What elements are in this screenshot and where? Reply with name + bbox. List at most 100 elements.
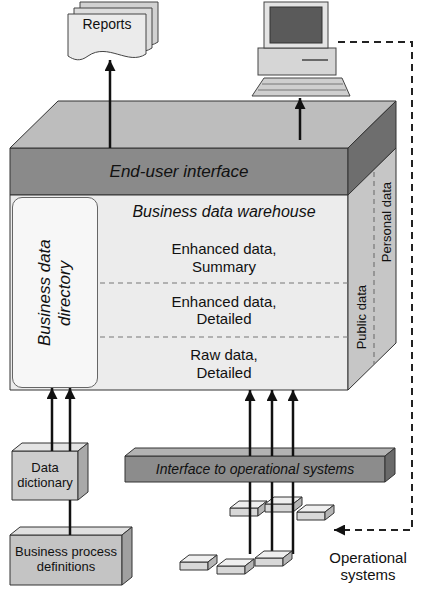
- side-face: [283, 551, 292, 566]
- side-face: [385, 448, 395, 482]
- top-face: [125, 448, 395, 456]
- side-face: [325, 505, 334, 520]
- front-face: [10, 195, 348, 390]
- front-face: [217, 566, 245, 574]
- dashed-divider: [100, 283, 348, 284]
- output-arrow: [299, 98, 302, 140]
- front-face: [297, 512, 325, 520]
- top-face: [12, 443, 88, 451]
- top-face: [10, 527, 132, 535]
- side-face: [245, 559, 254, 574]
- node-text: Reports: [68, 10, 146, 38]
- flow-line: [293, 492, 294, 554]
- data-column: Public data: [352, 262, 372, 372]
- computer-screen: [270, 7, 322, 43]
- node-text: Personal data: [380, 182, 395, 262]
- dashed-divider: [100, 282, 348, 283]
- node-text: Public data: [355, 285, 370, 349]
- flow-arrow: [271, 482, 274, 492]
- node-text: Business process definitions: [10, 545, 122, 575]
- front-face: [10, 535, 122, 585]
- top-face: [125, 448, 395, 456]
- front-face: [125, 456, 385, 482]
- node-text: End-user interface: [110, 162, 249, 182]
- front-face: [217, 566, 245, 574]
- side-face: [78, 443, 88, 500]
- front-face: [12, 451, 78, 500]
- data-layer: Enhanced data, Detailed: [100, 283, 348, 337]
- feedback-dashed-arrow: [334, 42, 412, 530]
- computer-keyboard: [252, 78, 350, 96]
- computer-base: [258, 48, 336, 75]
- side-face: [122, 527, 132, 585]
- node-text: Operational systems: [312, 542, 424, 590]
- keyboard-keys: [262, 84, 343, 85]
- node-text: Enhanced data, Summary: [167, 240, 282, 275]
- node-text: Enhanced data, Detailed: [167, 293, 282, 328]
- side-face: [122, 527, 132, 585]
- node-text: Data dictionary: [12, 461, 78, 491]
- front-face: [255, 558, 283, 566]
- flow-arrow: [51, 388, 54, 451]
- front-face: [10, 535, 122, 585]
- shape-outline: [175, 492, 330, 590]
- front-face: [265, 504, 293, 512]
- front-face: [265, 504, 293, 512]
- directory-box: Business data directory: [12, 197, 98, 388]
- side-face: [78, 443, 88, 500]
- node-text: Business data directory: [35, 213, 74, 373]
- drive-slot: [302, 59, 328, 61]
- top-face: [10, 101, 396, 148]
- flow-arrow: [292, 482, 295, 492]
- keyboard-keys: [258, 90, 346, 91]
- front-face: [10, 148, 348, 195]
- side-face: [283, 551, 292, 566]
- flow-arrow: [249, 390, 252, 456]
- dashed-divider: [373, 172, 374, 364]
- flow-arrow: [69, 500, 72, 535]
- dashed-divider: [100, 336, 348, 337]
- computer-monitor: [264, 2, 328, 48]
- flow-line: [249, 492, 252, 554]
- system-blocks: Operational systems: [175, 492, 330, 590]
- node-text: Interface to operational systems: [156, 461, 354, 477]
- top-face: [12, 443, 88, 451]
- flow-arrow: [271, 390, 274, 456]
- side-face: [385, 448, 395, 482]
- front-face: [180, 562, 208, 570]
- side-face: [348, 148, 396, 390]
- process-box: Business process definitions: [10, 535, 122, 585]
- data-column: Personal data: [376, 160, 398, 285]
- interface-slab: Interface to operational systems: [125, 456, 385, 482]
- front-face: [10, 195, 348, 390]
- flow-line: [250, 492, 251, 554]
- flow-arrow: [109, 60, 112, 148]
- side-face: [208, 555, 217, 570]
- front-face: [297, 512, 325, 520]
- side-face: [245, 559, 254, 574]
- flow-arrow: [69, 388, 72, 451]
- computer-icon: [252, 2, 350, 96]
- flow-line: [272, 492, 273, 554]
- data-layer: Raw data, Detailed: [100, 337, 348, 390]
- flow-arrow: [292, 390, 295, 456]
- top-face: [10, 101, 396, 148]
- front-face: [10, 148, 348, 195]
- flow-arrow: [249, 482, 252, 492]
- data-layer: Enhanced data, Summary: [100, 232, 348, 283]
- flow-line: [271, 492, 274, 554]
- dashed-divider: [100, 337, 348, 338]
- front-face: [230, 508, 258, 516]
- dashed-divider: [374, 172, 375, 364]
- node-text: Raw data, Detailed: [167, 346, 282, 381]
- front-face: [230, 508, 258, 516]
- warehouse-box: Business data warehouseBusiness data dir…: [10, 148, 396, 390]
- front-face: [12, 451, 78, 500]
- front-face: [180, 562, 208, 570]
- flow-line: [292, 492, 295, 554]
- side-face: [348, 148, 396, 390]
- side-face: [208, 555, 217, 570]
- dictionary-box: Data dictionary: [12, 451, 78, 500]
